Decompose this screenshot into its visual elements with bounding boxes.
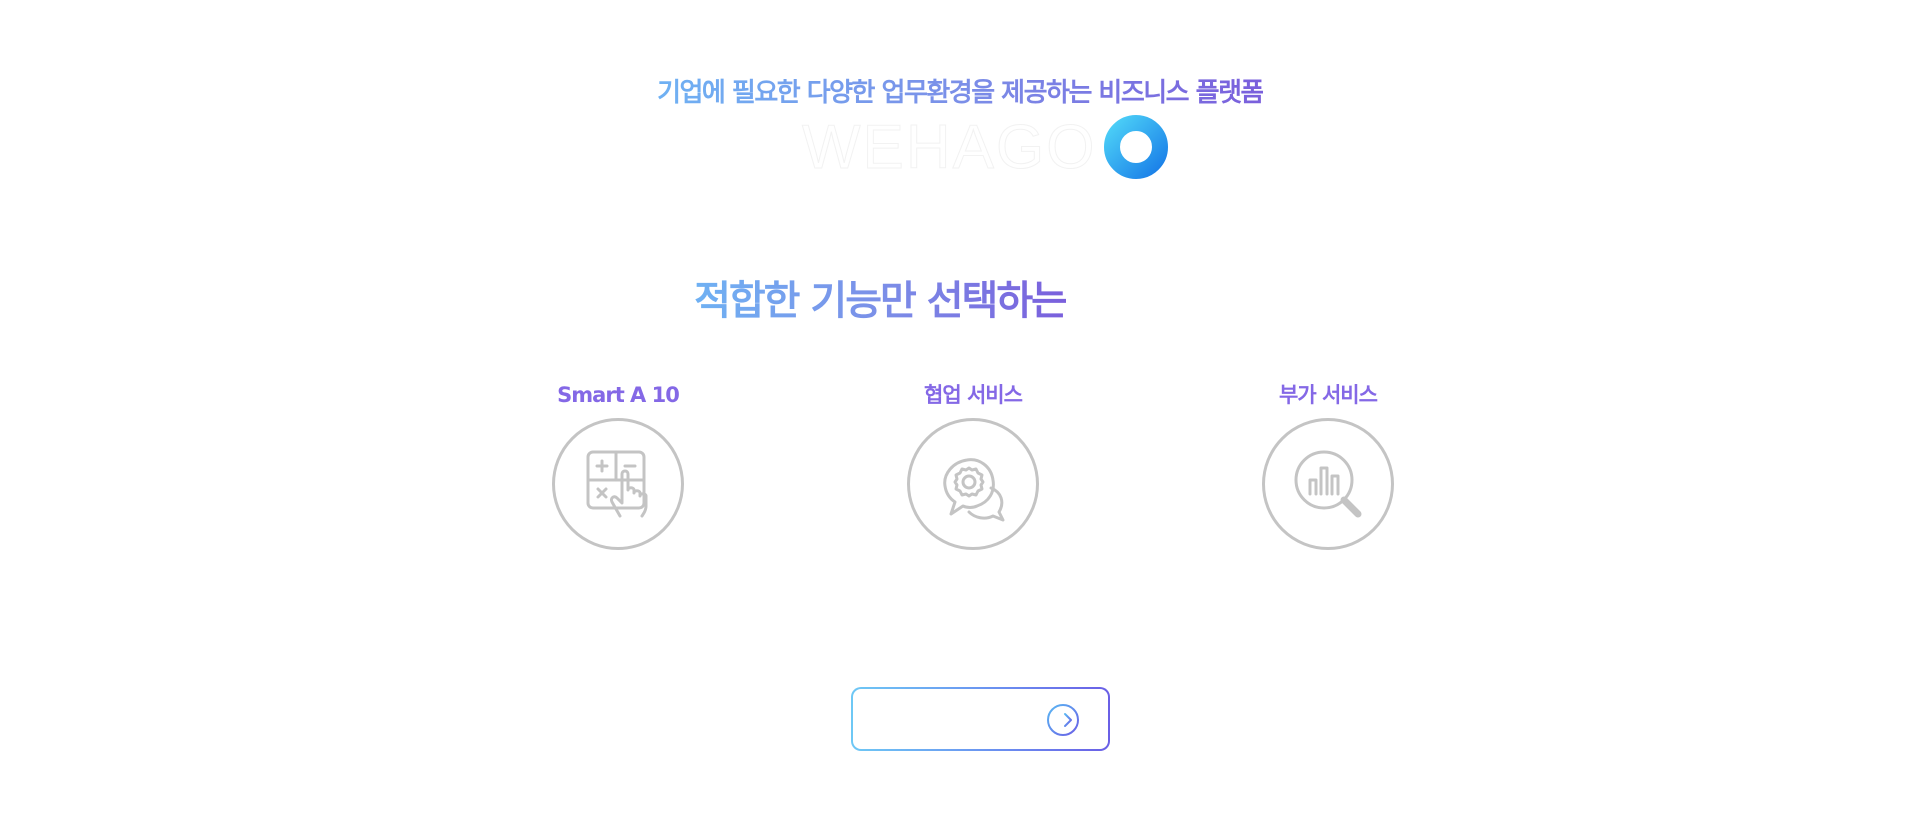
- logo-ring-icon: [1104, 115, 1169, 179]
- section-headline-row: 적합한 기능만 선택하는: [0, 268, 1760, 326]
- section-headline: 적합한 기능만 선택하는: [694, 268, 1068, 326]
- logo-wordmark: WEHAGO: [801, 112, 1097, 182]
- wehago-logo[interactable]: WEHAGO: [801, 112, 1169, 182]
- go-button[interactable]: [851, 687, 1110, 751]
- chart-search-icon: [1294, 450, 1362, 518]
- feature-title: Smart A 10: [557, 383, 680, 407]
- calculator-touch-icon: [586, 450, 648, 518]
- feature-icon-circle[interactable]: [552, 418, 684, 550]
- feature-additional[interactable]: 부가 서비스: [1243, 380, 1413, 550]
- feature-title: 부가 서비스: [1279, 383, 1378, 407]
- arrow-right-circle-icon: [1047, 704, 1079, 736]
- feature-collaboration[interactable]: 협업 서비스: [888, 380, 1058, 550]
- feature-title: 협업 서비스: [924, 383, 1023, 407]
- hero-tagline: 기업에 필요한 다양한 업무환경을 제공하는 비즈니스 플랫폼: [657, 72, 1264, 109]
- hero-tagline-row: 기업에 필요한 다양한 업무환경을 제공하는 비즈니스 플랫폼: [0, 72, 1920, 109]
- feature-icon-circle[interactable]: [907, 418, 1039, 550]
- feature-icon-circle[interactable]: [1262, 418, 1394, 550]
- feature-smart-a10[interactable]: Smart A 10: [533, 380, 703, 550]
- chat-gear-icon: [943, 458, 1005, 522]
